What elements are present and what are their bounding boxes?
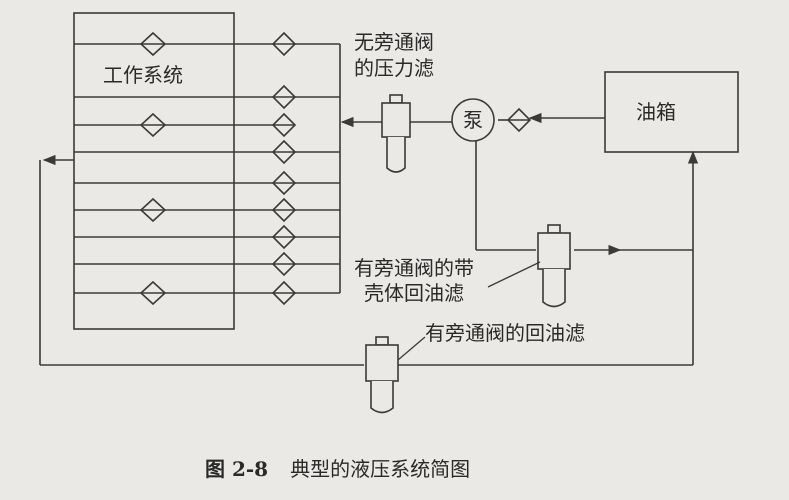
pump-label: 泵	[463, 108, 483, 132]
bypass-return-filter	[365, 336, 399, 414]
housed-return-filter-label-line1: 有旁通阀的带	[354, 256, 474, 280]
valve-diamond	[271, 224, 297, 250]
valve-diamonds	[139, 31, 532, 306]
work-system-label: 工作系统	[103, 63, 183, 87]
manifold-branches	[294, 43, 340, 294]
valve-diamond	[139, 280, 167, 306]
leader-lines	[397, 261, 541, 361]
pressure-filter-label-line1: 无旁通阀	[354, 30, 434, 54]
valve-diamond	[271, 139, 297, 165]
work-system-block	[73, 12, 235, 330]
valve-diamond	[139, 197, 167, 223]
tank-label: 油箱	[636, 100, 676, 124]
suction-filter-diamond	[506, 107, 532, 133]
housed-return-filter	[537, 224, 571, 308]
pressure-filter-label-line2: 的压力滤	[354, 56, 434, 80]
figure-caption: 图 2-8 典型的液压系统简图	[205, 453, 470, 482]
valve-diamond	[271, 84, 297, 110]
valve-diamond	[271, 197, 297, 223]
valve-diamond	[139, 112, 167, 138]
pump	[451, 98, 495, 142]
valve-diamond	[271, 170, 297, 196]
figure-title: 典型的液压系统简图	[290, 457, 471, 481]
pressure-filter	[381, 94, 411, 173]
valve-diamond	[271, 31, 297, 57]
valve-diamond	[271, 112, 297, 138]
work-system-rows	[74, 43, 284, 294]
valve-diamond	[271, 280, 297, 306]
figure-number: 图 2-8	[205, 457, 269, 481]
oil-tank	[604, 71, 739, 153]
valve-diamond	[139, 31, 167, 57]
bypass-return-filter-label: 有旁通阀的回油滤	[425, 321, 585, 345]
housed-return-filter-label-line2: 壳体回油滤	[364, 281, 464, 305]
valve-diamond	[271, 251, 297, 277]
